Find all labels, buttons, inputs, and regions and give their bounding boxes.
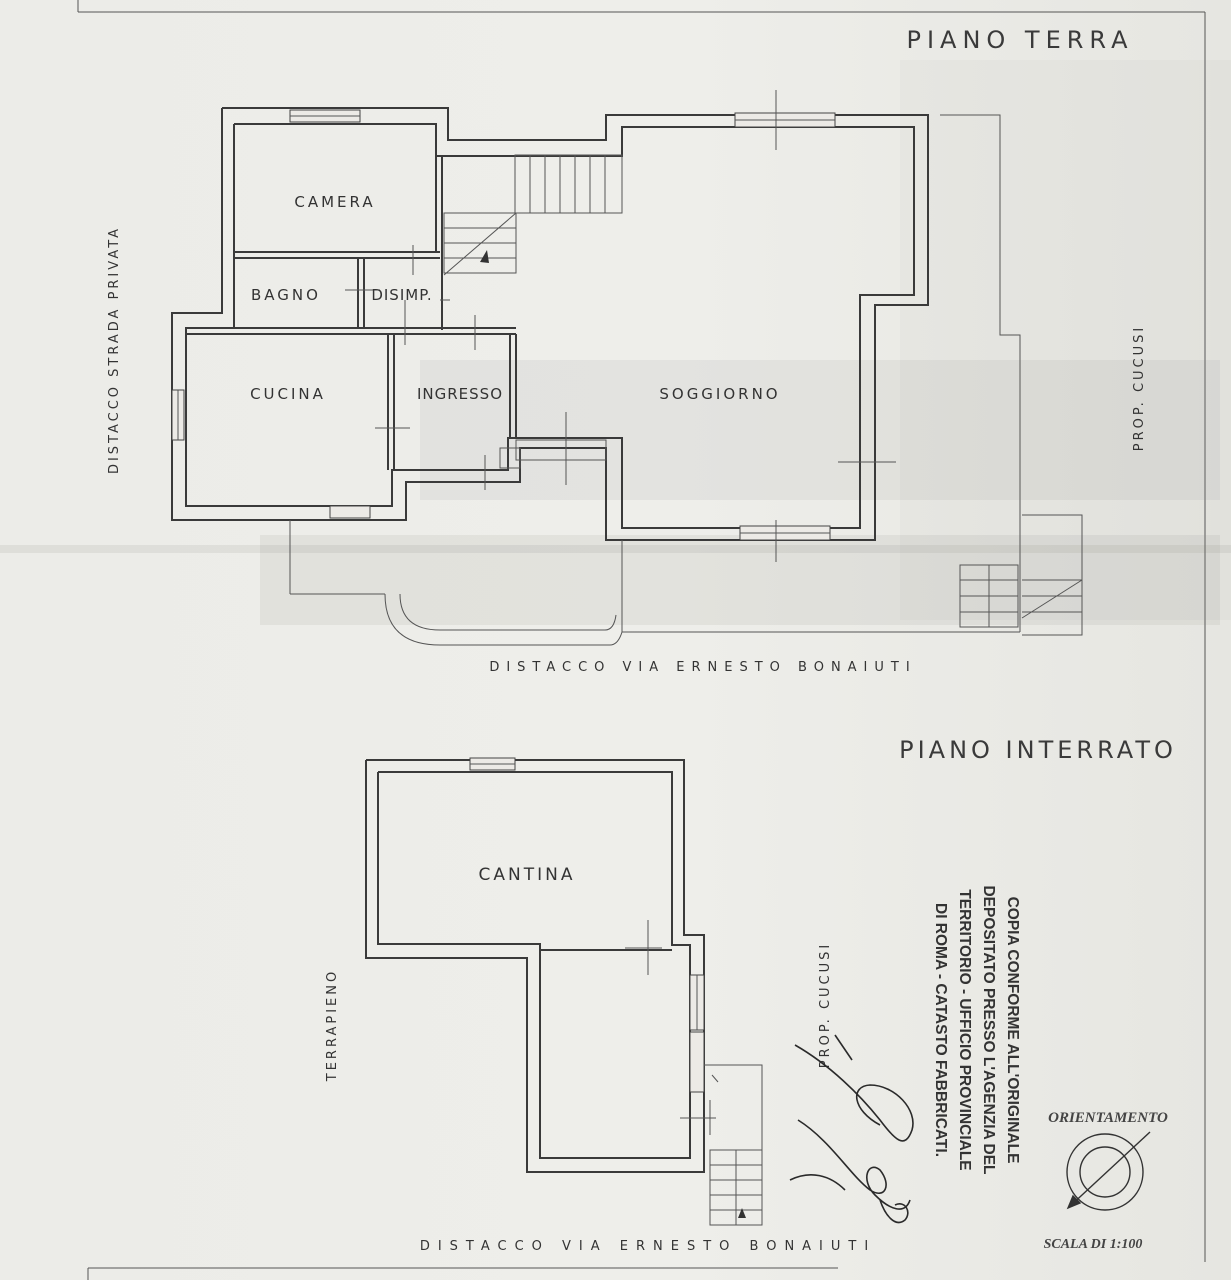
right-boundary-label: PROP. CUCUSI: [1132, 325, 1147, 451]
stamp-line-1: COPIA CONFORME ALL'ORIGINALE: [1004, 897, 1021, 1164]
basement-street-label: DISTACCO VIA ERNESTO BONAIUTI: [420, 1239, 876, 1254]
room-cantina-label: CANTINA: [479, 865, 576, 885]
scale-label: SCALA DI 1:100: [1044, 1237, 1143, 1252]
ground-outer-wall: [171, 107, 929, 541]
entrance-steps: [499, 439, 607, 469]
basement-plan: [365, 757, 763, 1226]
basement-title: PIANO INTERRATO: [899, 736, 1177, 764]
left-boundary-label: DISTACCO STRADA PRIVATA: [107, 226, 122, 474]
orientation-label: ORIENTAMENTO: [1048, 1110, 1168, 1126]
sheet-frame: [77, 0, 1206, 1280]
room-bagno-label: BAGNO: [251, 286, 321, 304]
room-camera-label: CAMERA: [294, 193, 375, 211]
room-cucina-label: CUCINA: [250, 385, 326, 403]
official-stamp: COPIA CONFORME ALL'ORIGINALE DEPOSITATO …: [932, 885, 1021, 1174]
ground-site-lines: [289, 114, 1021, 646]
ground-staircase: [443, 154, 623, 276]
room-disimpegno-label: DISIMP.: [371, 286, 432, 304]
basement-left-label: TERRAPIENO: [325, 969, 340, 1082]
signature-drawing: [789, 1034, 914, 1224]
basement-inner-wall: [377, 771, 691, 1159]
stamp-line-2: DEPOSITATO PRESSO L'AGENZIA DEL: [980, 885, 997, 1174]
basement-outer-wall: [365, 759, 705, 1173]
photocopy-shading: [0, 60, 1231, 625]
basement-staircase: [704, 1064, 763, 1226]
ground-door-marks: [345, 90, 896, 562]
ground-windows: [171, 109, 836, 541]
stamp-line-4: DI ROMA - CATASTO FABBRICATI.: [932, 903, 949, 1157]
room-soggiorno-label: SOGGIORNO: [659, 385, 780, 403]
ground-room-labels: CAMERA BAGNO DISIMP. CUCINA INGRESSO SOG…: [250, 193, 780, 403]
room-ingresso-label: INGRESSO: [417, 385, 503, 403]
basement-right-label: PROP. CUCUSI: [818, 942, 833, 1068]
ground-street-label: DISTACCO VIA ERNESTO BONAIUTI: [489, 660, 916, 675]
ground-floor-title: PIANO TERRA: [906, 26, 1133, 54]
ground-floor-plan: [171, 90, 1083, 646]
stamp-line-3: TERRITORIO - UFFICIO PROVINCIALE: [956, 889, 973, 1170]
ground-partitions: [186, 156, 517, 470]
compass-icon: [1066, 1131, 1151, 1211]
outdoor-staircase: [959, 514, 1083, 636]
